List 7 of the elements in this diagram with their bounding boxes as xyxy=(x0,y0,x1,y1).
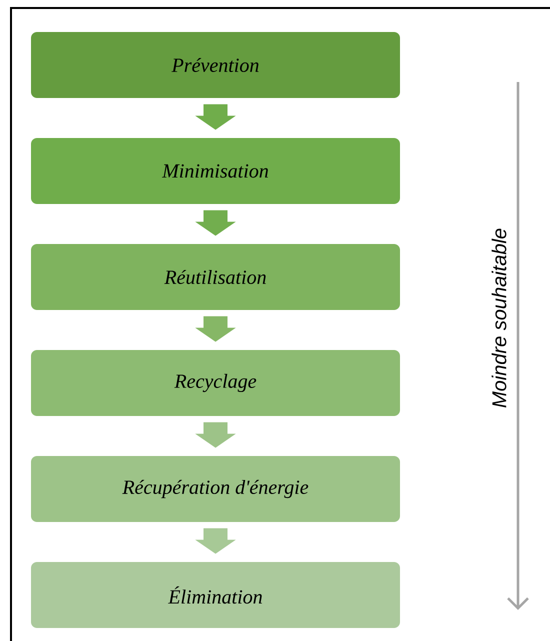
step-box: Élimination xyxy=(31,562,400,628)
step-box: Minimisation xyxy=(31,138,400,204)
step-box: Récupération d'énergie xyxy=(31,456,400,522)
side-label: Moindre souhaitable xyxy=(492,228,506,408)
step-box: Réutilisation xyxy=(31,244,400,310)
step-box: Recyclage xyxy=(31,350,400,416)
step-box: Prévention xyxy=(31,32,400,98)
